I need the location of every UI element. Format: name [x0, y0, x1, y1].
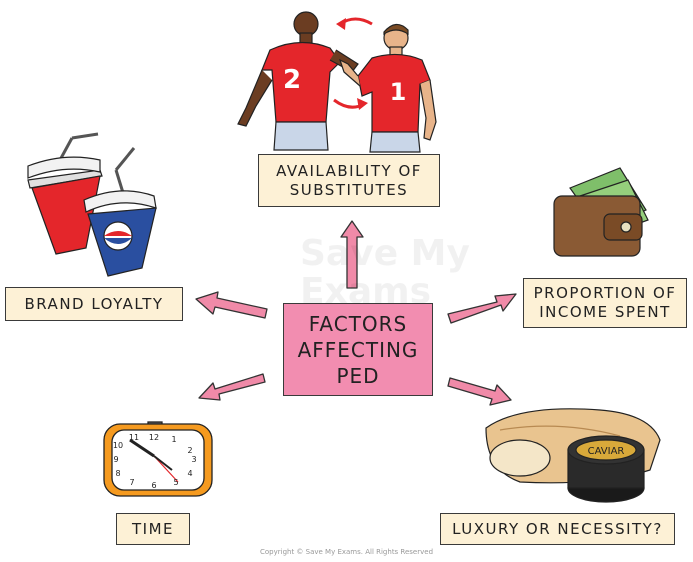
watermark: Save My Exams [300, 235, 470, 311]
arrow-left-upper [195, 291, 268, 319]
factor-availability-of-substitutes: AVAILABILITY OF SUBSTITUTES [258, 154, 440, 207]
copyright-notice: Copyright © Save My Exams. All Rights Re… [259, 548, 434, 556]
svg-text:CAVIAR: CAVIAR [588, 446, 625, 457]
svg-text:1: 1 [171, 435, 176, 444]
alarm-clock-icon: 12 1 2 3 4 5 6 7 8 9 10 11 [103, 421, 213, 497]
central-concept-box: FACTORS AFFECTING PED [283, 303, 433, 396]
factor-label-line1: TIME [131, 519, 174, 538]
svg-text:1: 1 [390, 78, 407, 106]
arrow-left-lower [198, 373, 266, 401]
factor-label-line1: BRAND LOYALTY [24, 294, 164, 313]
bread-caviar-icon: CAVIAR [485, 408, 661, 503]
center-line1: FACTORS [308, 311, 408, 336]
svg-text:12: 12 [149, 433, 159, 442]
svg-text:2: 2 [283, 65, 301, 95]
soft-drink-cups-icon [27, 132, 157, 277]
factor-label-line1: LUXURY OR NECESSITY? [452, 519, 663, 538]
svg-text:7: 7 [129, 478, 134, 487]
arrows [195, 220, 517, 406]
center-line2: AFFECTING [297, 337, 419, 362]
svg-text:11: 11 [129, 433, 139, 442]
factor-brand-loyalty: BRAND LOYALTY [5, 287, 183, 321]
arrow-right-lower [447, 377, 512, 406]
center-line3: PED [336, 363, 380, 388]
arrow-right-upper [447, 293, 517, 324]
svg-text:8: 8 [115, 469, 120, 478]
svg-text:5: 5 [173, 478, 178, 487]
svg-text:4: 4 [187, 469, 192, 478]
factor-label-line1: AVAILABILITY OF [276, 161, 422, 180]
football-players-icon: 2 1 [237, 11, 437, 153]
factor-proportion-of-income-spent: PROPORTION OF INCOME SPENT [523, 278, 687, 328]
factor-luxury-or-necessity: LUXURY OR NECESSITY? [440, 513, 675, 545]
svg-text:2: 2 [187, 446, 192, 455]
arrow-up [340, 220, 364, 289]
svg-text:6: 6 [151, 481, 156, 490]
svg-text:9: 9 [113, 455, 118, 464]
watermark-line1: Save My [300, 233, 470, 274]
wallet-icon [553, 167, 649, 257]
svg-text:3: 3 [191, 455, 196, 464]
factor-label-line1: PROPORTION OF [533, 284, 677, 302]
svg-text:10: 10 [113, 441, 123, 450]
factor-label-line2: INCOME SPENT [539, 303, 671, 321]
factor-label-line2: SUBSTITUTES [289, 180, 409, 199]
factor-time: TIME [116, 513, 190, 545]
